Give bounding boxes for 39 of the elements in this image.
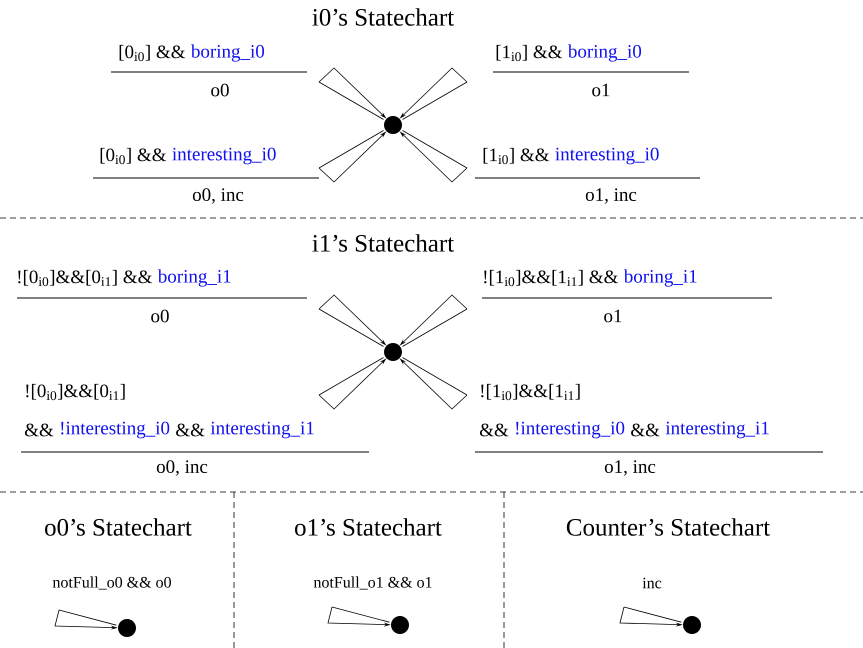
guard-text: o0	[211, 84, 229, 96]
guard-text: o0, inc	[156, 460, 208, 476]
guard-text: notFull_o1 && o1	[314, 576, 432, 590]
guard-text: [0$_{i0}$] &&	[120, 44, 186, 62]
guard-text: [0$_{i0}$] &&	[100, 148, 166, 164]
state-dot	[384, 116, 402, 134]
guard-text: ![1$_{i0}$]&&[1$_{i1}$] &&	[484, 270, 618, 286]
guard-text: [1$_{i0}$] &&	[484, 148, 550, 164]
guard-text: notFull_o0 && o0	[52, 576, 171, 590]
guard-text: ![0$_{i0}$]&&[0$_{i1}$]	[26, 384, 125, 400]
guard-text: boring_i1	[624, 269, 697, 287]
guard-text: ![1$_{i0}$]&&[1$_{i1}$]	[481, 384, 580, 400]
guard-text: &&	[480, 424, 508, 436]
guard-text: interesting_i0	[172, 148, 276, 164]
guard-text: o0	[151, 310, 169, 322]
guard-text: o0, inc	[192, 188, 244, 204]
guard-text: &&	[631, 424, 660, 436]
state-dot	[118, 619, 136, 637]
guard-text: o1, inc	[586, 188, 636, 204]
guard-text: interesting_i1	[210, 422, 314, 438]
guard-text: &&	[24, 424, 54, 436]
guard-text: o1	[592, 84, 610, 96]
guard-text: &&	[176, 424, 205, 436]
guard-text: boring_i0	[568, 44, 642, 62]
state-dot	[391, 616, 409, 634]
guard-text: [1$_{i0}$] &&	[496, 44, 562, 62]
guard-text: boring_i0	[190, 44, 264, 62]
guard-text: !interesting_i0	[61, 422, 170, 438]
state-dot	[384, 343, 402, 361]
guard-text: ![0$_{i0}$]&&[0$_{i1}$] &&	[18, 270, 152, 286]
guard-text: inc	[642, 578, 662, 588]
guard-text: o1	[604, 310, 622, 322]
panel-title: i1’s Statechart	[312, 234, 454, 252]
state-dot	[683, 616, 701, 634]
guard-text: boring_i1	[158, 269, 231, 287]
guard-text: o1, inc	[604, 460, 656, 476]
guard-text: interesting_i0	[555, 148, 659, 164]
guard-text: !interesting_i0	[516, 422, 624, 438]
guard-text: interesting_i1	[666, 422, 769, 438]
